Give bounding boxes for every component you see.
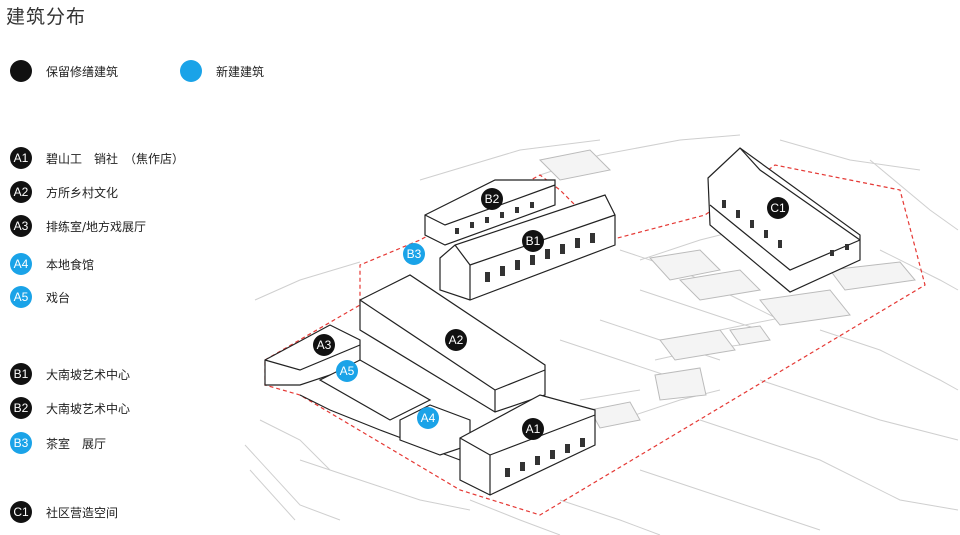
list-item-label: 大南坡艺术中心: [46, 401, 131, 416]
marker-b3-label: B3: [407, 247, 422, 261]
context-blocks: [538, 149, 916, 429]
map-markers: B2 B1 B3 C1 A2 A3 A5 A4: [313, 188, 789, 440]
marker-a5: A5: [336, 360, 358, 382]
marker-b2: B2: [481, 188, 503, 210]
marker-c1: C1: [767, 197, 789, 219]
marker-a3: A3: [313, 334, 335, 356]
badge-b1: B1: [10, 363, 32, 385]
legend-new-label: 新建建筑: [216, 64, 265, 79]
marker-a1: A1: [522, 418, 544, 440]
badge-b2: B2: [10, 397, 32, 419]
list-item-b2: B2 大南坡艺术中心: [10, 397, 130, 419]
building-c1: [707, 147, 861, 293]
legend-preserve: 保留修缮建筑: [10, 60, 118, 82]
marker-a4-label: A4: [421, 411, 436, 425]
building-b2: [424, 179, 556, 246]
badge-a3: A3: [10, 215, 32, 237]
list-item-label: 社区营造空间: [46, 505, 119, 520]
list-item-a3: A3 排练室/地方戏展厅: [10, 215, 146, 237]
list-item-a1: A1 碧山工 销社 （焦作店）: [10, 147, 184, 169]
list-item-label: 碧山工 销社 （焦作店）: [46, 151, 185, 166]
marker-a5-label: A5: [340, 364, 355, 378]
list-item-label: 大南坡艺术中心: [46, 367, 131, 382]
marker-a3-label: A3: [317, 338, 332, 352]
marker-a1-label: A1: [526, 422, 541, 436]
list-item-a4: A4 本地食馆: [10, 253, 94, 275]
list-item-a5: A5 戏台: [10, 286, 70, 308]
list-item-label: 方所乡村文化: [46, 185, 119, 200]
marker-a2-label: A2: [449, 333, 464, 347]
legend-preserve-label: 保留修缮建筑: [46, 64, 119, 79]
marker-b2-label: B2: [485, 192, 500, 206]
black-dot-icon: [10, 60, 32, 82]
building-a1: [459, 394, 596, 496]
badge-b3: B3: [10, 432, 32, 454]
list-item-b1: B1 大南坡艺术中心: [10, 363, 130, 385]
list-item-label: 戏台: [46, 290, 71, 305]
badge-a2: A2: [10, 181, 32, 203]
legend-new: 新建建筑: [180, 60, 264, 82]
badge-a4: A4: [10, 253, 32, 275]
list-item-label: 本地食馆: [46, 257, 95, 272]
page-title: 建筑分布: [6, 6, 87, 28]
list-item-c1: C1 社区营造空间: [10, 501, 118, 523]
list-item-label: 排练室/地方戏展厅: [46, 219, 147, 234]
list-item-b3: B3 茶室 展厅: [10, 432, 106, 454]
context-lines: [244, 134, 959, 535]
marker-a4: A4: [417, 407, 439, 429]
marker-a2: A2: [445, 329, 467, 351]
badge-a5: A5: [10, 286, 32, 308]
marker-c1-label: C1: [770, 201, 786, 215]
blue-dot-icon: [180, 60, 202, 82]
list-item-a2: A2 方所乡村文化: [10, 181, 118, 203]
badge-a1: A1: [10, 147, 32, 169]
badge-c1: C1: [10, 501, 32, 523]
list-item-label: 茶室 展厅: [46, 436, 107, 451]
marker-b3: B3: [403, 243, 425, 265]
marker-b1: B1: [522, 230, 544, 252]
marker-b1-label: B1: [526, 234, 541, 248]
